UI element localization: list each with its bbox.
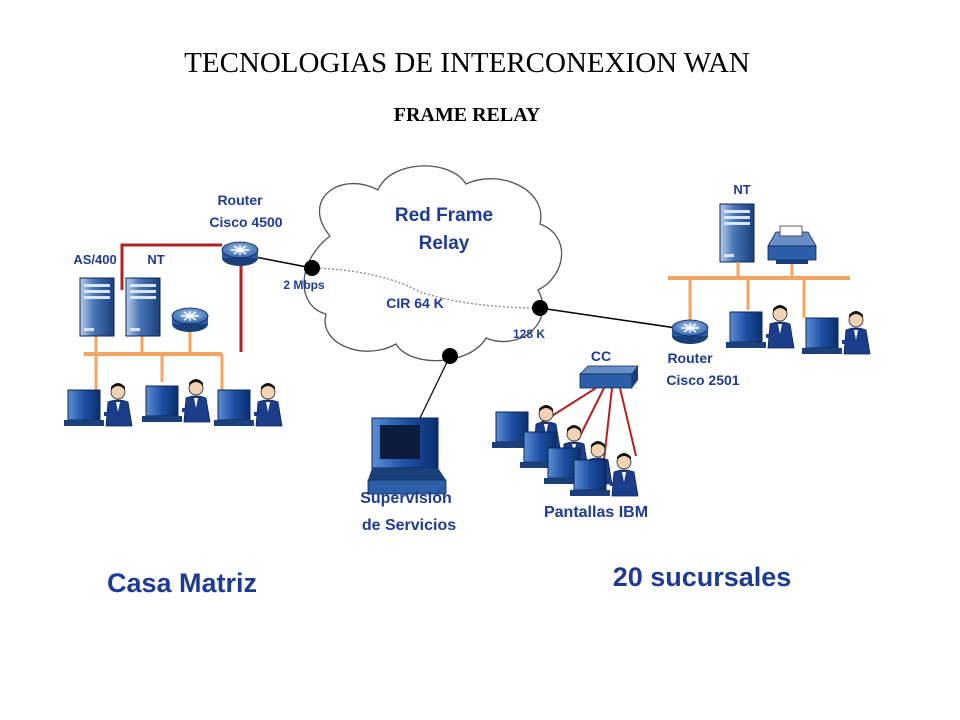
- branch-access-point: [532, 300, 548, 316]
- hq-as400-server-icon: [79, 277, 115, 337]
- supervision-label-line1: Supervisión: [360, 490, 452, 507]
- hq-workstation-icon: [213, 382, 283, 427]
- branch-router-label-line1: Router: [667, 350, 713, 366]
- supervision-link: [419, 355, 451, 419]
- branch-access-link: [539, 307, 691, 331]
- supervision-label-line2: de Servicios: [362, 517, 456, 534]
- page-title: TECNOLOGIAS DE INTERCONEXION WAN: [184, 47, 750, 79]
- terminal-link: [619, 387, 637, 457]
- hq-workstation-icon: [63, 382, 133, 427]
- hq-access-point: [304, 260, 320, 276]
- terminals-label: Pantallas IBM: [544, 504, 648, 521]
- hq-router-label-line1: Router: [217, 192, 263, 208]
- right-speed-label: 128 K: [513, 327, 545, 341]
- printer-icon: [767, 225, 817, 264]
- hq-server2-label: NT: [147, 252, 164, 267]
- branch-workstation-icon: [725, 304, 795, 349]
- hq-router-icon: [221, 241, 259, 267]
- branch-router-icon: [671, 319, 709, 345]
- cloud-label-line2: Relay: [419, 233, 470, 254]
- branch-workstation-icon: [801, 310, 871, 355]
- branch-nt-server-icon: [719, 203, 755, 263]
- hq-router-label-line2: Cisco 4500: [209, 214, 282, 230]
- controller-label: CC: [591, 348, 611, 364]
- terminal-link: [577, 387, 605, 441]
- hq-workstation-icon: [141, 378, 211, 423]
- branch-server-label: NT: [733, 182, 750, 197]
- page-subtitle: FRAME RELAY: [394, 104, 541, 126]
- hq-lan-router-icon: [171, 307, 209, 333]
- cir-label: CIR 64 K: [386, 295, 444, 311]
- terminal-link: [603, 387, 613, 461]
- hq-caption: Casa Matriz: [107, 568, 257, 598]
- supervision-monitor-icon: [367, 417, 447, 495]
- left-speed-label: 2 Mbps: [283, 278, 325, 292]
- hq-server1-label: AS/400: [73, 252, 116, 267]
- frame-relay-cloud: [303, 165, 563, 362]
- hq-nt-server-icon: [125, 277, 161, 337]
- cloud-label-line1: Red Frame: [395, 205, 493, 226]
- branch-caption: 20 sucursales: [613, 562, 792, 592]
- supervision-access-point: [442, 348, 458, 364]
- controller-icon: [579, 365, 639, 389]
- virtual-circuit-line: [311, 267, 541, 309]
- hq-router-red-link: [120, 243, 222, 290]
- branch-router-label-line2: Cisco 2501: [666, 372, 739, 388]
